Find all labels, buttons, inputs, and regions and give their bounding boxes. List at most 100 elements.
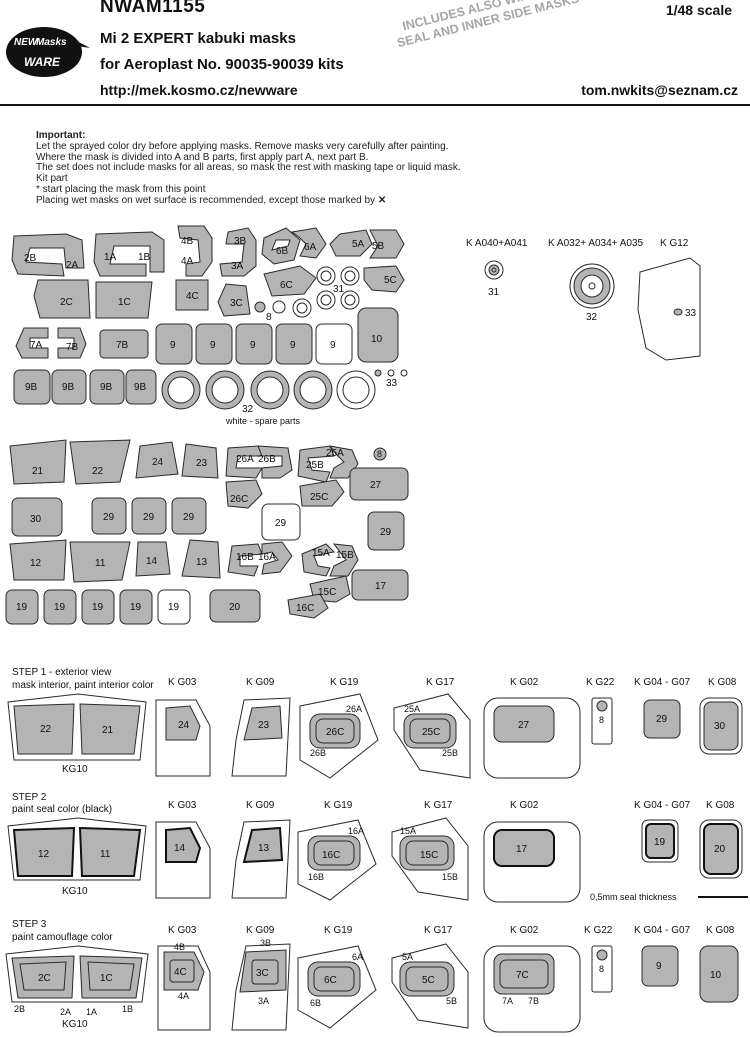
mask-6c — [263, 265, 317, 297]
label-31: 31 — [333, 284, 345, 295]
step2-part-15A: 15A — [400, 826, 416, 836]
scale-label: 1/48 scale — [665, 2, 732, 18]
label-15C: 15C — [318, 587, 336, 598]
mask-9-2 — [195, 323, 233, 365]
label-20: 20 — [229, 602, 241, 613]
mask-24 — [135, 441, 179, 479]
mask-9b-2 — [51, 369, 87, 405]
step2-part-17: 17 — [516, 844, 528, 855]
label-29: 29 — [103, 512, 115, 523]
step1-part-25A: 25A — [404, 704, 420, 714]
step3-code-g04: K G04 - G07 — [634, 925, 691, 936]
step1-code-g17: K G17 — [426, 677, 455, 688]
label-9-2: 9 — [210, 340, 216, 351]
label-1C: 1C — [118, 297, 131, 308]
label-30: 30 — [30, 514, 42, 525]
mask-9b-4 — [125, 369, 157, 405]
mask-29-3 — [171, 497, 207, 535]
label-29-2: 29 — [143, 512, 155, 523]
step3-part-4A: 4A — [178, 991, 189, 1001]
label-23: 23 — [196, 458, 208, 469]
label-3A: 3A — [231, 261, 244, 272]
step1-code-g22: K G22 — [586, 677, 615, 688]
mask-1c — [95, 281, 153, 319]
step3-code-g22: K G22 — [584, 925, 613, 936]
step2-code-g09: K G09 — [246, 800, 275, 811]
step1-part-8: 8 — [599, 715, 604, 725]
instructions: Important: Let the sprayed color dry bef… — [36, 130, 461, 207]
mask-9b-1 — [13, 369, 51, 405]
step2-code-g08: K G08 — [706, 800, 735, 811]
logo-line1: NEW — [14, 37, 39, 48]
website-link[interactable]: http://mek.kosmo.cz/newware — [100, 82, 298, 98]
product-name: Mi 2 EXPERT kabuki masks — [100, 30, 296, 47]
kit-part-diagrams: K A040+A041 31 K A032+ A034+ A035 32 K G… — [466, 238, 701, 361]
step2-code-g19: K G19 — [324, 800, 353, 811]
kit-code-32: K A032+ A034+ A035 — [548, 238, 644, 249]
label-5A: 5A — [352, 239, 365, 250]
step1-part-25C: 25C — [422, 727, 440, 738]
label-24: 24 — [152, 457, 164, 468]
step2-title: STEP 2 — [12, 792, 47, 803]
step1-part-25B: 25B — [442, 748, 458, 758]
logo-line2: Masks — [36, 37, 67, 48]
step1-part-22: 22 — [40, 724, 52, 735]
mask-25c — [299, 479, 345, 507]
label-4A: 4A — [181, 256, 194, 267]
label-19-4: 19 — [130, 602, 142, 613]
email-link[interactable]: tom.nwkits@seznam.cz — [581, 82, 738, 98]
step3-part-7B: 7B — [528, 996, 539, 1006]
label-9: 9 — [170, 340, 176, 351]
label-8: 8 — [266, 312, 272, 323]
label-26B: 26B — [258, 454, 276, 465]
label-15A: 15A — [312, 548, 330, 559]
step3-part-4B: 4B — [174, 942, 185, 952]
step2-code-g03: K G03 — [168, 800, 197, 811]
step-1: STEP 1 - exterior view mask interior, pa… — [7, 667, 743, 779]
label-2C: 2C — [60, 297, 73, 308]
kit-part-33-outline — [637, 257, 701, 361]
label-22: 22 — [92, 466, 104, 477]
label-16A: 16A — [258, 552, 276, 563]
mask-29-1 — [91, 497, 127, 535]
mask-2ab — [11, 233, 85, 277]
step2-part-16A: 16A — [348, 826, 364, 836]
label-27: 27 — [370, 480, 382, 491]
mask-7b — [57, 327, 87, 359]
mask-3ab — [219, 227, 257, 277]
step3-part-5A: 5A — [402, 952, 413, 962]
label-19-2: 19 — [54, 602, 66, 613]
mask-6a — [290, 227, 327, 259]
step1-subtitle: mask interior, paint interior color — [12, 680, 154, 691]
step2-part-16C: 16C — [322, 850, 340, 861]
step1-part-30: 30 — [714, 721, 726, 732]
mask-15a — [301, 543, 336, 577]
seal-thickness-note: 0,5mm seal thickness — [590, 892, 677, 902]
step3-part-9: 9 — [656, 961, 662, 972]
label-5C: 5C — [384, 275, 397, 286]
mask-2c — [33, 279, 91, 319]
mask-19-4 — [119, 589, 153, 625]
spare-parts-caption: white - spare parts — [225, 416, 301, 426]
step1-code-g03: K G03 — [168, 677, 197, 688]
label-13: 13 — [196, 557, 208, 568]
label-17: 17 — [375, 581, 387, 592]
step2-part-16B: 16B — [308, 872, 324, 882]
mask-25b — [297, 445, 335, 483]
brand-logo: NEW Masks WARE — [2, 24, 94, 80]
mask-16b — [227, 543, 263, 577]
label-21: 21 — [32, 466, 44, 477]
kit-code-33: K G12 — [660, 238, 689, 249]
label-14: 14 — [146, 556, 158, 567]
label-10: 10 — [371, 334, 383, 345]
step2-part-13: 13 — [258, 843, 270, 854]
mask-27 — [349, 467, 409, 501]
mask-29-spare — [261, 503, 301, 541]
step3-title: STEP 3 — [12, 919, 47, 930]
label-25C: 25C — [310, 492, 328, 503]
step3-part-8: 8 — [599, 964, 604, 974]
label-9-4: 9 — [290, 340, 296, 351]
mask-4ab — [177, 225, 213, 277]
label-15B: 15B — [336, 550, 354, 561]
